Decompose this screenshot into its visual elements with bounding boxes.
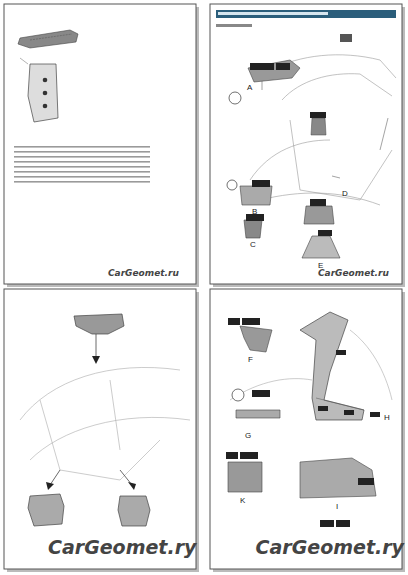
view-letter: F	[248, 356, 253, 364]
watermark: CarGeomet.ry	[256, 538, 404, 557]
view-letter: D	[342, 190, 348, 198]
watermark: CarGeomet.ry	[48, 538, 196, 557]
watermark: CarGeomet.ru	[318, 269, 389, 278]
view-letter: G	[245, 432, 251, 440]
view-letter: K	[240, 497, 245, 505]
view-letter: A	[247, 84, 252, 92]
view-letter: B	[252, 208, 257, 216]
watermark: CarGeomet.ru	[108, 269, 179, 278]
view-letter: I	[336, 503, 338, 511]
view-letter: C	[250, 241, 256, 249]
view-letter: H	[384, 414, 390, 422]
